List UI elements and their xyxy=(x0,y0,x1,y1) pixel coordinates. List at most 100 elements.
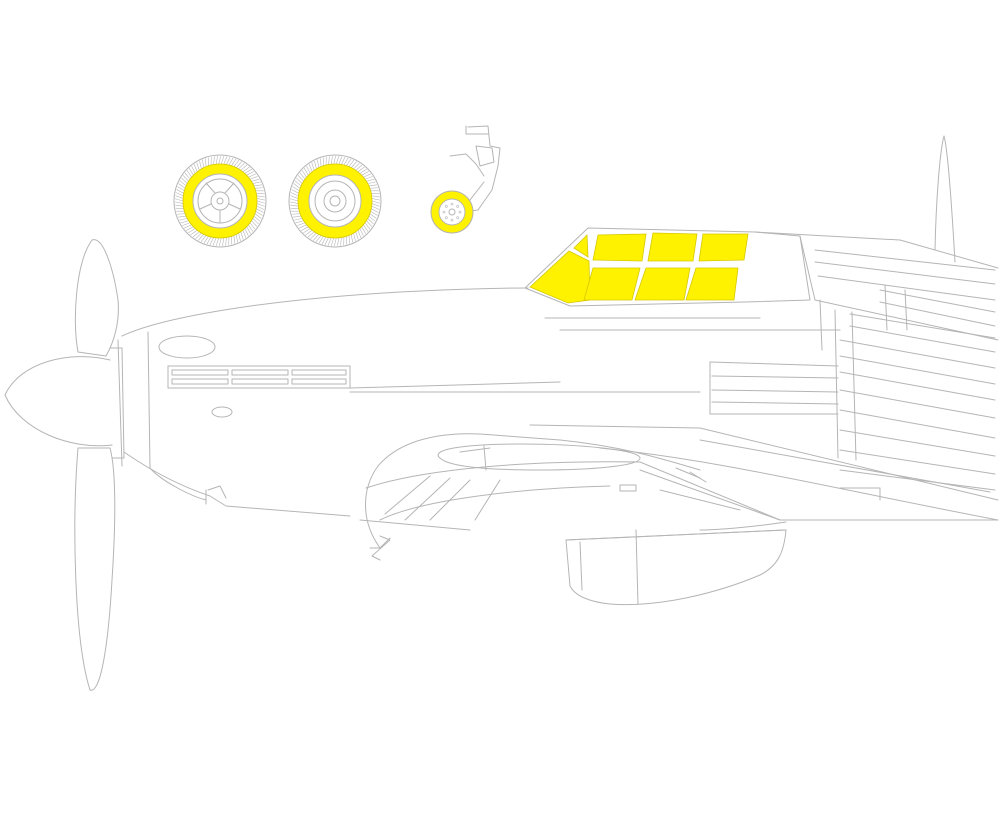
tyre-tread-line xyxy=(371,208,379,213)
tyre-tread-line xyxy=(303,228,311,234)
tyre-tread-line xyxy=(337,237,340,246)
tyre-tread-line xyxy=(188,228,196,234)
tail-wheel-rivet xyxy=(456,205,459,208)
tyre-tread-line xyxy=(371,203,380,207)
tyre-tread-line xyxy=(176,189,184,194)
tyre-tread-line xyxy=(256,203,265,207)
tyre-tread-line xyxy=(248,173,256,178)
tyre-tread-line xyxy=(252,181,261,184)
tyre-tread-line xyxy=(295,220,304,224)
tyre-tread-line xyxy=(196,162,200,171)
tyre-tread-line xyxy=(174,198,184,202)
propeller xyxy=(4,239,125,691)
tyre-tread-line xyxy=(177,215,187,218)
tyre-tread-line xyxy=(359,228,364,237)
main-wheel-right xyxy=(288,154,382,248)
tail-fin xyxy=(934,135,956,263)
tyre-tread-line xyxy=(249,222,256,230)
canopy-mask-windscreen-lower xyxy=(529,250,591,304)
tyre-tread-line xyxy=(184,172,191,180)
tyre-tread-line xyxy=(182,222,191,226)
tyre-tread-line xyxy=(315,235,322,243)
tyre-tread-line xyxy=(311,162,315,171)
canopy-mask-windscreen-upper xyxy=(573,234,589,258)
tyre-tread-line xyxy=(357,166,365,173)
tyre-tread-line xyxy=(215,237,219,246)
tyre-tread-line xyxy=(248,224,254,232)
fuselage-lower-line xyxy=(123,451,351,517)
tyre-tread-line xyxy=(195,232,202,240)
tyre-tread-line xyxy=(350,234,353,243)
wheel-tyre-outer xyxy=(173,154,267,248)
tyre-tread-line xyxy=(212,237,217,246)
tyre-tread-line xyxy=(199,160,202,170)
tyre-tread-line xyxy=(292,186,300,192)
tyre-tread-line xyxy=(203,236,209,244)
wing-outline xyxy=(205,433,787,606)
tyre-tread-line xyxy=(175,195,184,199)
tyre-tread-line xyxy=(290,204,299,207)
canopy-frame xyxy=(524,227,811,307)
tyre-tread-line xyxy=(296,177,303,184)
tyre-tread-line xyxy=(256,200,266,204)
tyre-tread-line xyxy=(371,200,381,204)
tyre-tread-line xyxy=(244,228,249,237)
tyre-tread-line xyxy=(366,178,375,182)
tyre-tread-line xyxy=(175,192,184,197)
tyre-tread-line xyxy=(334,237,337,247)
tyre-tread-line xyxy=(226,156,231,165)
tyre-tread-line xyxy=(328,156,330,165)
tyre-tread-line xyxy=(238,232,241,242)
tyre-tread-line xyxy=(185,226,194,231)
tail-wheel-rivet xyxy=(458,210,462,214)
tyre-tread-line xyxy=(368,215,376,222)
tyre-tread-line xyxy=(371,193,380,195)
tyre-tread-line xyxy=(253,215,261,222)
tyre-tread-line xyxy=(175,207,184,209)
tyre-tread-line xyxy=(313,234,320,241)
tyre-tread-line xyxy=(290,192,299,197)
wheel-hub-inner xyxy=(193,174,247,228)
tyre-tread-line xyxy=(361,171,370,176)
exhaust-stacks xyxy=(167,365,351,389)
wheel-tyre-outer xyxy=(288,154,382,248)
tyre-tread-line xyxy=(355,164,363,171)
tyre-tread-line xyxy=(371,205,380,210)
tyre-tread-line xyxy=(359,168,367,174)
tyre-tread-line xyxy=(289,198,299,202)
main-wheel-left xyxy=(173,154,267,248)
tyre-tread-line xyxy=(306,165,311,174)
cowl-small-oval xyxy=(211,406,233,418)
tyre-tread-line xyxy=(240,231,244,240)
tyre-tread-line xyxy=(361,226,367,234)
tail-wheel-rivet xyxy=(456,216,459,219)
tyre-tread-line xyxy=(303,168,309,176)
tyre-tread-line xyxy=(363,224,369,232)
tyre-tread-line xyxy=(291,189,299,194)
canopy-masks xyxy=(529,232,749,304)
wheel-hub-inner xyxy=(309,175,361,227)
tyre-tread-line xyxy=(294,218,303,221)
tyre-tread-line xyxy=(200,235,207,243)
tyre-tread-line xyxy=(233,235,236,244)
tyre-tread-line xyxy=(299,172,306,180)
tail-wheel-rivet xyxy=(445,216,448,219)
tyre-tread-line xyxy=(176,213,186,215)
tyre-tread-line xyxy=(290,195,299,199)
tyre-tread-line xyxy=(371,198,381,201)
wheel-spokes xyxy=(199,182,241,223)
tyre-tread-line xyxy=(218,155,221,165)
canopy-mask-bottom-1 xyxy=(583,267,641,301)
tyre-tread-line xyxy=(299,224,307,229)
tyre-tread-line xyxy=(240,164,248,171)
tyre-tread-line xyxy=(256,208,264,213)
tyre-tread-line xyxy=(330,156,333,165)
propeller-spinner xyxy=(4,356,113,447)
tyre-tread-line xyxy=(181,177,188,184)
propeller-hub xyxy=(109,347,125,459)
canopy-mask-top-2 xyxy=(647,232,698,262)
tyre-tread-line xyxy=(369,213,377,219)
tyre-tread-line xyxy=(301,170,307,178)
